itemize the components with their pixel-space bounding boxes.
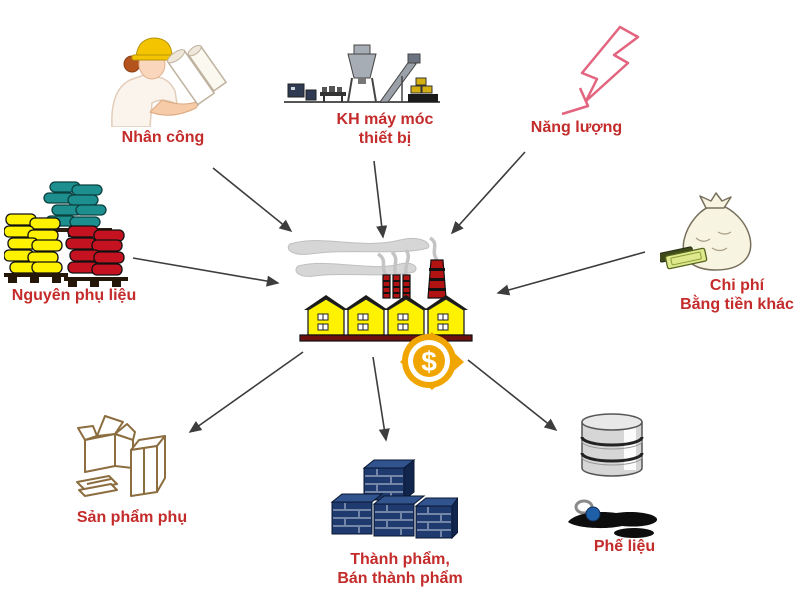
arrow-materials-to-factory [132, 257, 280, 287]
node-scrap [560, 406, 665, 542]
lightning-icon [561, 25, 640, 116]
node-machinery [282, 40, 442, 106]
material-bags-icon [4, 181, 128, 287]
label-scrap: Phế liệu [593, 538, 656, 555]
node-labor [92, 12, 242, 127]
boxes-icon [76, 415, 166, 497]
arrow-energy-to-factory [450, 151, 526, 235]
arrow-machinery-to-factory [373, 160, 388, 239]
node-finished [328, 452, 458, 546]
node-energy [556, 24, 644, 118]
node-other-costs [660, 192, 770, 278]
worker-icon [111, 37, 228, 127]
label-other-costs: Chi phí Bằng tiền khác [680, 277, 794, 313]
label-materials: Nguyên phụ liệu [11, 287, 137, 304]
dollar-coin-icon: $ [400, 332, 464, 390]
factory-icon: $ [287, 236, 473, 390]
label-byproducts: Sản phẩm phụ [76, 509, 188, 526]
bricks-icon [330, 458, 458, 540]
machine-icon [284, 44, 440, 103]
arrow-labor-to-factory [212, 167, 293, 233]
label-labor: Nhân công [121, 129, 205, 146]
barrel-oil-icon [568, 413, 658, 538]
label-finished: Thành phẩm, Bán thành phẩm [337, 551, 463, 587]
node-materials [4, 178, 136, 290]
money-sack-icon [660, 192, 752, 271]
node-byproducts [75, 404, 175, 508]
label-energy: Năng lượng [530, 119, 623, 136]
coin-dollar-symbol: $ [421, 346, 437, 377]
arrow-othercosts-to-factory [496, 251, 646, 296]
node-factory: $ [280, 230, 480, 395]
arrow-factory-to-scrap [467, 359, 558, 431]
label-machinery: KH máy móc thiết bị [336, 111, 434, 147]
